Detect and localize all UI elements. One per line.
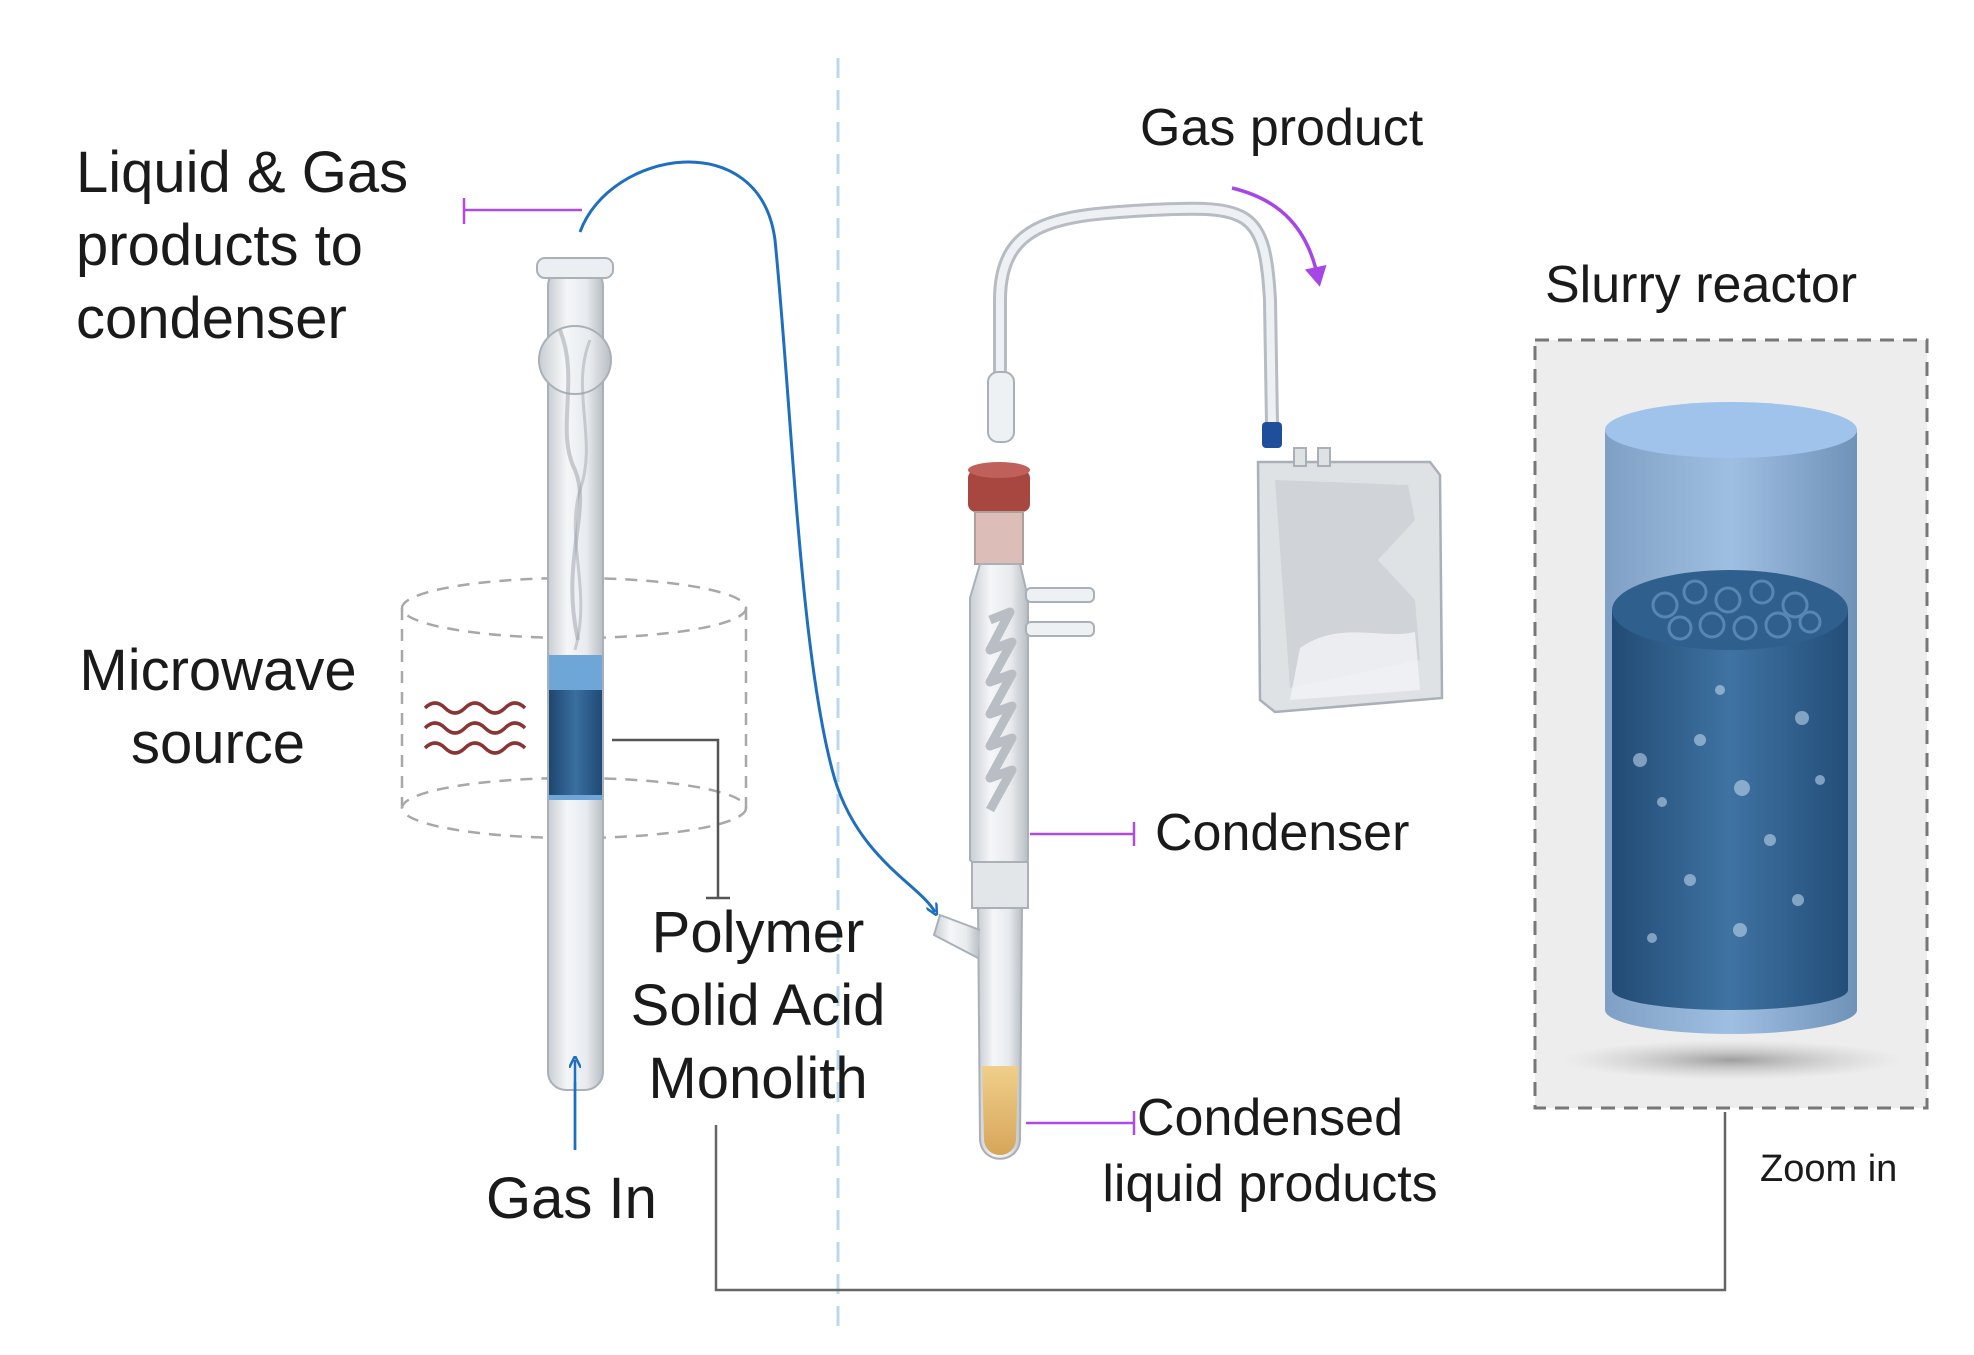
liquid-gas-label: Liquid & Gas products to condenser [76,136,408,355]
leader-condenser [1030,822,1136,846]
monolith-label-line1: Polymer [651,900,865,965]
condenser-glassware [932,462,1095,1160]
microwave-source-label: Microwave source [58,634,378,780]
slurry-reactor-zoom-box [1533,338,1929,1110]
liquid-gas-label-line2: products to [76,213,363,279]
monolith-label: Polymer Solid Acid Monolith [598,896,918,1115]
microwave-waves-icon [423,701,527,755]
microwave-label-line2: source [130,711,306,777]
liquid-gas-label-line1: Liquid & Gas [76,140,409,205]
slurry-reactor-label: Slurry reactor [1545,256,1858,314]
gas-in-label: Gas In [486,1166,657,1231]
condensed-liquid-label: Condensed liquid products [1080,1086,1460,1217]
condenser-label: Condenser [1155,804,1410,862]
condensed-label-line2: liquid products [1102,1154,1438,1213]
leader-monolith [612,738,730,900]
liquid-gas-label-line3: condenser [76,286,347,352]
microwave-label-line1: Microwave [79,638,357,703]
leader-liquid-gas [462,198,582,224]
monolith-label-line3: Monolith [648,1046,868,1112]
flow-to-condenser-line [578,160,935,912]
gas-product-arrow-icon [1231,186,1327,287]
gas-tubing [987,201,1282,448]
leader-condensed-liquid [1026,1111,1136,1135]
condensed-liquid-fill [982,1066,1018,1155]
condensed-label-line1: Condensed [1137,1089,1403,1147]
monolith-label-line2: Solid Acid [630,973,886,1039]
reactor-tube [536,257,614,1150]
gas-product-label: Gas product [1140,99,1424,157]
zoom-connector-line [714,1112,1727,1292]
gas-sample-bag-icon [1256,447,1444,714]
zoom-in-label: Zoom in [1760,1148,1898,1190]
